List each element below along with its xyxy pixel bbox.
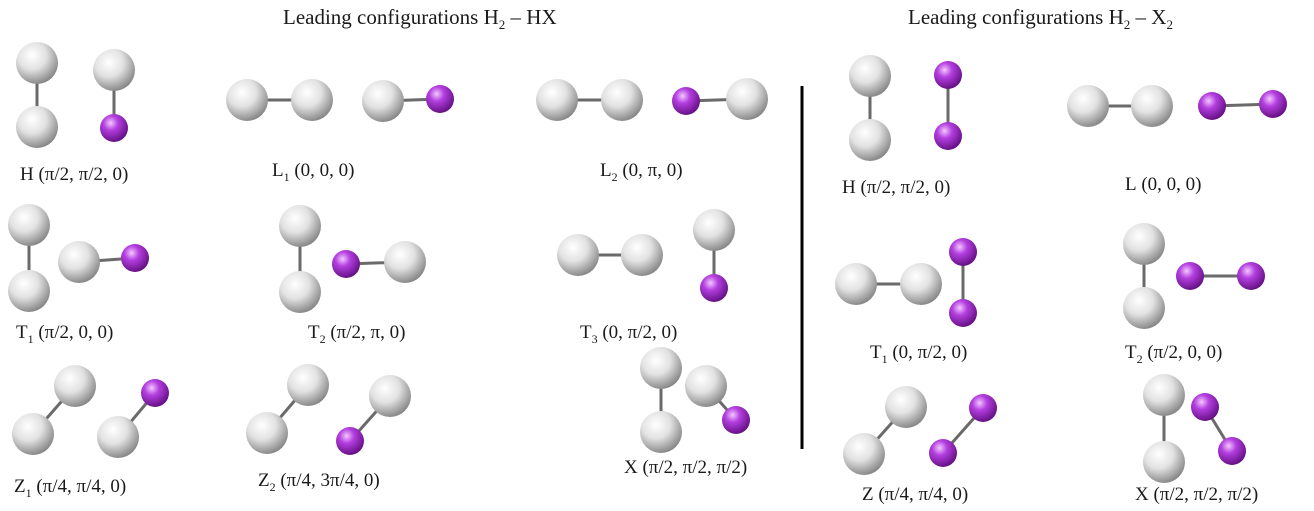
white-sphere-icon-z1-hx-a: [97, 416, 139, 458]
config-label-z2: Z2 (π/4, 3π/4, 0): [258, 470, 380, 494]
purple-sphere-icon-x-x2-x2-a: [1191, 393, 1219, 421]
white-sphere-icon-z2-h2-a: [246, 412, 288, 454]
white-sphere-icon-t2-h2-b: [279, 271, 321, 313]
config-label-x-x2: X (π/2, π/2, π/2): [1135, 484, 1259, 505]
purple-sphere-icon-t1-hx-b: [121, 244, 149, 272]
white-sphere-icon-l1-h2-a: [226, 79, 268, 121]
config-label-t1-x2: T1 (0, π/2, 0): [870, 342, 968, 366]
white-sphere-icon-t3-hx-a: [693, 209, 735, 251]
purple-sphere-icon-l-x2-x2-b: [1259, 90, 1287, 118]
white-sphere-icon-t2-x2-h2-a: [1123, 223, 1165, 265]
config-label-l2: L2 (0, π, 0): [600, 160, 683, 184]
right-panel-title: Leading configurations H2 – X2: [908, 5, 1173, 33]
purple-sphere-icon-t2-x2-x2-a: [1176, 262, 1204, 290]
white-sphere-icon-z-x2-h2-a: [843, 433, 885, 475]
config-label-l-x2: L (0, 0, 0): [1125, 174, 1202, 195]
purple-sphere-icon-hx-h-b: [100, 114, 128, 142]
purple-sphere-icon-h-x2-x2-a: [934, 61, 962, 89]
config-label-l1: L1 (0, 0, 0): [272, 160, 355, 184]
white-sphere-icon-t3-h2-b: [621, 234, 663, 276]
white-sphere-icon-t1-x2-h2-a: [835, 263, 877, 305]
white-sphere-icon-h-x2-h2-b: [849, 119, 891, 161]
white-sphere-icon-l1-hx-a: [362, 80, 404, 122]
white-sphere-icon-t1-hx-a: [58, 241, 100, 283]
config-label-x: X (π/2, π/2, π/2): [624, 457, 748, 478]
white-sphere-icon-l2-hx-b: [726, 78, 768, 120]
white-sphere-icon-l-x2-h2-a: [1067, 85, 1109, 127]
purple-sphere-icon-x-x2-x2-b: [1218, 437, 1246, 465]
white-sphere-icon-x-x2-h2-b: [1143, 441, 1185, 483]
purple-sphere-icon-l2-hx-a: [672, 87, 700, 115]
purple-sphere-icon-t2-x2-x2-b: [1237, 262, 1265, 290]
white-sphere-icon-t1-x2-h2-b: [900, 263, 942, 305]
purple-sphere-icon-t1-x2-x2-b: [949, 299, 977, 327]
white-sphere-icon-x-hx-a: [685, 365, 727, 407]
white-sphere-icon-x-x2-h2-a: [1143, 374, 1185, 416]
config-label-h: H (π/2, π/2, 0): [20, 164, 129, 185]
purple-sphere-icon-l1-hx-b: [426, 85, 454, 113]
config-label-h-x2: H (π/2, π/2, 0): [842, 177, 951, 198]
white-sphere-icon-t2-h2-a: [279, 205, 321, 247]
config-label-t2: T2 (π/2, π, 0): [308, 322, 406, 346]
config-label-z1: Z1 (π/4, π/4, 0): [14, 476, 127, 500]
white-sphere-icon-t2-x2-h2-b: [1123, 287, 1165, 329]
white-sphere-icon-t1-h2-b: [8, 270, 50, 312]
purple-sphere-icon-z1-hx-b: [141, 379, 169, 407]
white-sphere-icon-t3-h2-a: [557, 234, 599, 276]
white-sphere-icon-h-x2-h2-a: [849, 55, 891, 97]
purple-sphere-icon-z-x2-x2-a: [929, 439, 957, 467]
white-sphere-icon-x-h2-a: [640, 347, 682, 389]
white-sphere-icon-z2-hx-b: [369, 375, 411, 417]
purple-sphere-icon-z2-hx-a: [336, 427, 364, 455]
white-sphere-icon-z1-h2-a: [12, 413, 54, 455]
left-panel-title: Leading configurations H2 – HX: [283, 5, 557, 33]
white-sphere-icon-z2-h2-b: [287, 364, 329, 406]
white-sphere-icon-h-top-a: [16, 42, 58, 84]
white-sphere-icon-t2-hx-b: [384, 241, 426, 283]
white-sphere-icon-l2-h2-a: [536, 79, 578, 121]
purple-sphere-icon-h-x2-x2-b: [934, 122, 962, 150]
purple-sphere-icon-t1-x2-x2-a: [949, 238, 977, 266]
white-sphere-icon-l1-h2-b: [291, 79, 333, 121]
config-label-t1: T1 (π/2, 0, 0): [16, 322, 114, 346]
white-sphere-icon-h-top-b: [16, 106, 58, 148]
white-sphere-icon-l-x2-h2-b: [1131, 85, 1173, 127]
purple-sphere-icon-t3-hx-b: [700, 274, 728, 302]
config-label-z-x2: Z (π/4, π/4, 0): [862, 484, 969, 505]
config-label-t2-x2: T2 (π/2, 0, 0): [1125, 342, 1223, 366]
white-sphere-icon-t1-h2-a: [8, 204, 50, 246]
white-sphere-icon-l2-h2-b: [601, 79, 643, 121]
purple-sphere-icon-x-hx-b: [722, 406, 750, 434]
purple-sphere-icon-z-x2-x2-b: [969, 394, 997, 422]
purple-sphere-icon-l-x2-x2-a: [1198, 92, 1226, 120]
white-sphere-icon-x-h2-b: [640, 411, 682, 453]
white-sphere-icon-z1-h2-b: [54, 365, 96, 407]
white-sphere-icon-z-x2-h2-b: [885, 386, 927, 428]
white-sphere-icon-hx-h-a: [93, 49, 135, 91]
purple-sphere-icon-t2-hx-a: [332, 250, 360, 278]
config-label-t3: T3 (0, π/2, 0): [580, 322, 678, 346]
atom-layer: [8, 42, 1287, 483]
